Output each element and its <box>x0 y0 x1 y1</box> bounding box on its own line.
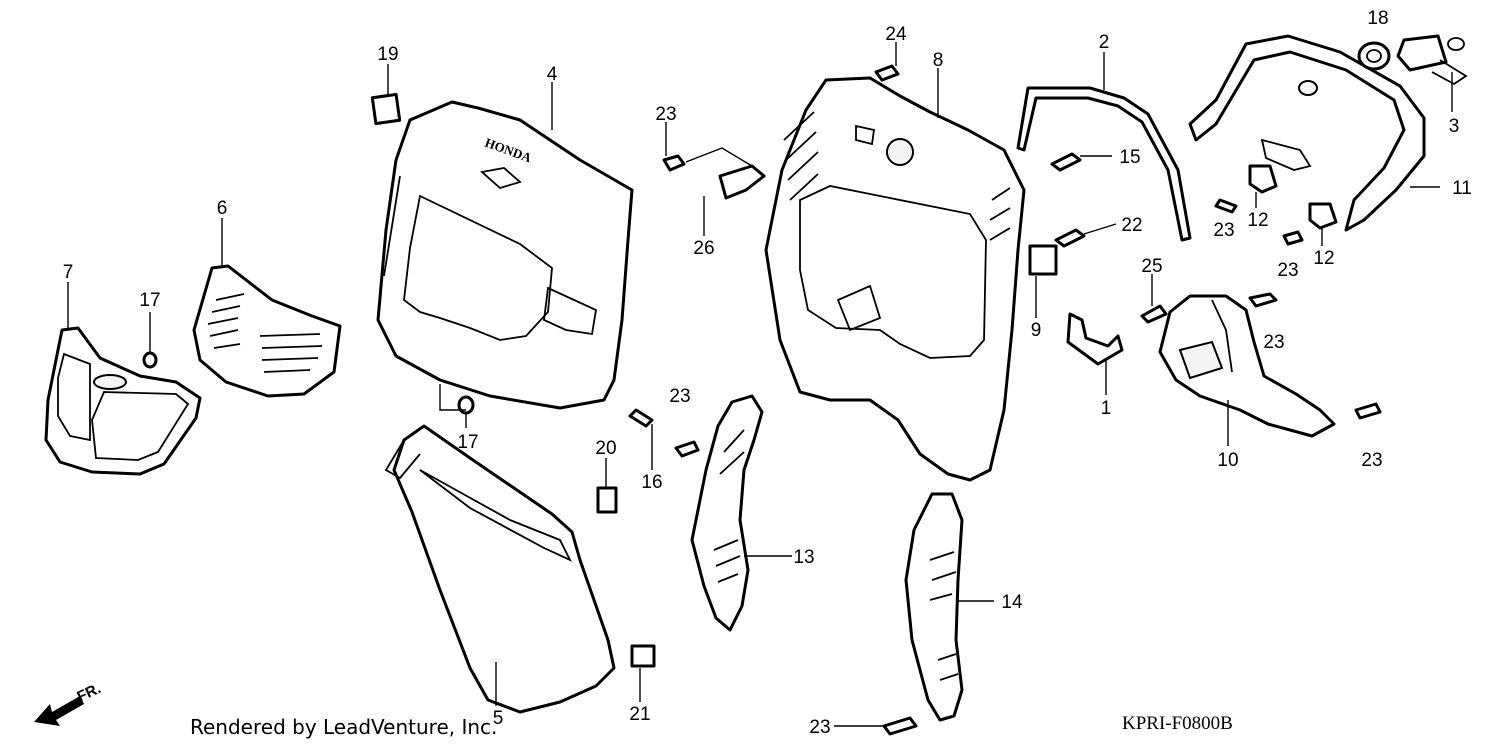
callout-9: 9 <box>1031 320 1042 341</box>
part-14-vent-trim <box>904 492 964 722</box>
callout-12b: 12 <box>1313 248 1334 269</box>
callout-23-b: 23 <box>669 386 690 407</box>
part-2-luggage-rail <box>1016 86 1192 242</box>
callout-5: 5 <box>493 708 504 729</box>
screw-parts <box>628 64 1382 736</box>
part-7-front-grille-frame <box>44 326 202 476</box>
front-label: FR. <box>75 680 104 706</box>
callout-24: 24 <box>885 24 907 45</box>
callout-13: 13 <box>793 547 814 568</box>
part-3-key-cylinder <box>1396 34 1468 86</box>
part-4-front-cover: HONDA <box>376 100 634 410</box>
callout-14: 14 <box>1001 592 1023 613</box>
callout-23-e: 23 <box>1263 332 1284 353</box>
part-21-clip-nut <box>630 644 656 668</box>
callout-12a: 12 <box>1247 210 1268 231</box>
front-direction-indicator: FR. <box>34 680 104 726</box>
callout-10: 10 <box>1217 450 1238 471</box>
callout-25: 25 <box>1141 256 1162 277</box>
callout-17a: 17 <box>139 290 160 311</box>
callout-26: 26 <box>693 238 714 259</box>
callout-23-a: 23 <box>655 104 676 125</box>
callout-20: 20 <box>595 438 616 459</box>
part-17-grommet-b <box>457 395 475 415</box>
part-8-inner-cover <box>764 76 1026 482</box>
callout-2: 2 <box>1099 32 1110 53</box>
callout-17b: 17 <box>457 432 478 453</box>
diagram-code: KPRI-F0800B <box>1122 713 1233 734</box>
part-9-clip <box>1028 244 1058 276</box>
part-26-bracket <box>718 164 766 200</box>
part-12-clip-b <box>1308 202 1338 230</box>
callout-1: 1 <box>1101 398 1112 419</box>
part-5-lower-leg-shield <box>384 424 616 714</box>
callout-23-c: 23 <box>1213 220 1234 241</box>
front-arrow-icon <box>34 696 84 726</box>
callout-19: 19 <box>377 44 398 65</box>
callout-4: 4 <box>547 64 558 85</box>
part-20-clip-nut <box>596 486 618 514</box>
part-13-vent-trim <box>690 394 764 632</box>
callout-7: 7 <box>63 262 74 283</box>
part-11-rear-rack-panel <box>1188 34 1426 232</box>
callout-labels: 1 2 3 4 5 6 7 8 9 10 11 12 12 13 14 15 1… <box>63 8 1472 738</box>
part-18-nut <box>1357 41 1391 71</box>
callout-23-g: 23 <box>809 717 830 738</box>
part-10-glove-box <box>1158 294 1336 438</box>
footer-credit: Rendered by LeadVenture, Inc. <box>190 715 497 739</box>
part-19-clip <box>370 92 402 126</box>
part-12-clip-a <box>1248 164 1278 194</box>
callout-11: 11 <box>1452 178 1472 199</box>
callout-6: 6 <box>217 198 228 219</box>
part-1-bracket <box>1066 312 1124 366</box>
callout-22: 22 <box>1121 215 1142 236</box>
callout-3: 3 <box>1449 116 1460 137</box>
callout-23-d: 23 <box>1277 260 1298 281</box>
callout-15: 15 <box>1119 147 1140 168</box>
callout-16: 16 <box>641 472 662 493</box>
callout-21: 21 <box>629 704 650 725</box>
callout-8: 8 <box>933 50 944 71</box>
callout-18: 18 <box>1367 8 1388 29</box>
part-17-grommet-a <box>142 351 158 369</box>
leader-lines <box>67 42 1453 727</box>
part-6-grille-mesh <box>192 264 342 398</box>
callout-23-f: 23 <box>1361 450 1382 471</box>
